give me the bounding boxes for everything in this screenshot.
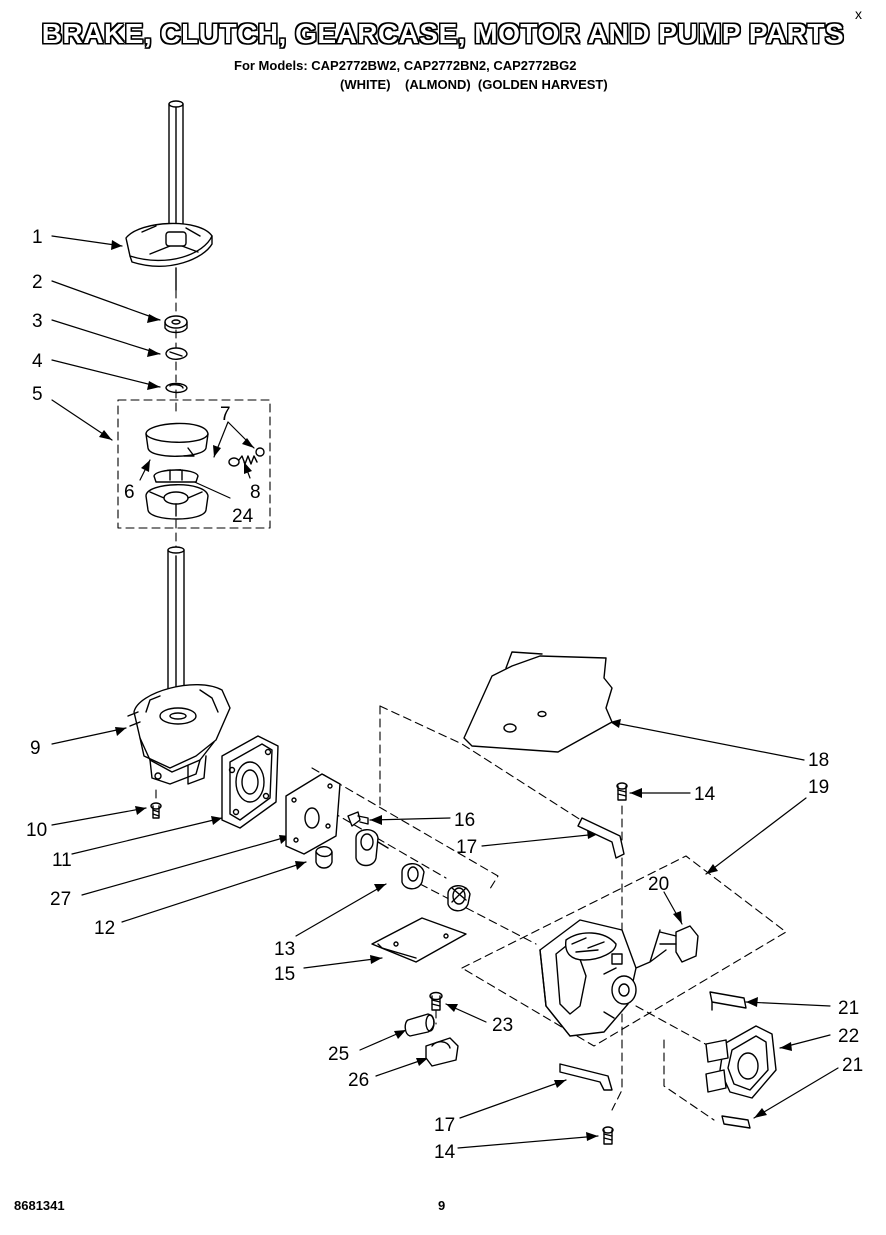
- washer-part-2: [164, 315, 188, 334]
- callout-20: 20: [648, 874, 669, 895]
- gearcase-part-9: [127, 546, 231, 785]
- callout-18: 18: [808, 750, 829, 771]
- callout-4: 4: [32, 351, 43, 372]
- callout-6: 6: [124, 482, 135, 503]
- callout-1: 1: [32, 227, 43, 248]
- screw-part-14-top: [616, 782, 628, 801]
- clip-part-17-lower: [559, 1063, 613, 1091]
- callout-10: 10: [26, 820, 47, 841]
- gasket-part-27: [285, 773, 341, 855]
- retaining-ring-part-4: [165, 382, 188, 394]
- callout-13: 13: [274, 939, 295, 960]
- callout-21-lower: 21: [842, 1055, 863, 1076]
- callout-16: 16: [454, 810, 475, 831]
- callout-5: 5: [32, 384, 43, 405]
- callout-24: 24: [232, 506, 254, 527]
- pump-part-22: [705, 1025, 777, 1099]
- motor-assembly-box: [461, 855, 787, 1047]
- switch-part-20: [659, 925, 699, 963]
- callout-9: 9: [30, 738, 41, 759]
- callout-7: 7: [220, 404, 231, 425]
- corner-mark: x: [855, 6, 862, 22]
- callout-14-top: 14: [694, 784, 716, 805]
- callout-2: 2: [32, 272, 43, 293]
- callout-15: 15: [274, 964, 295, 985]
- clip-part-21-lower: [721, 1115, 751, 1129]
- clutch-assembly-part-5: [145, 422, 265, 520]
- callout-27: 27: [50, 889, 71, 910]
- screw-part-16: [347, 811, 369, 827]
- pad-part-15: [371, 917, 467, 963]
- gasket-part-11: [221, 735, 279, 829]
- callout-26: 26: [348, 1070, 369, 1091]
- clutch-assembly-box: [117, 399, 271, 529]
- page-title: BRAKE, CLUTCH, GEARCASE, MOTOR AND PUMP …: [41, 18, 845, 49]
- callout-3: 3: [32, 311, 43, 332]
- sleeve-part-25: [404, 1013, 435, 1037]
- callout-22: 22: [838, 1026, 859, 1047]
- brake-shaft-part-1: [125, 100, 213, 291]
- callout-8: 8: [250, 482, 261, 503]
- callout-12: 12: [94, 918, 115, 939]
- screw-part-14-bottom: [602, 1126, 614, 1145]
- dashed-guides: [117, 289, 787, 1121]
- screw-part-23: [429, 991, 443, 1011]
- models-line: For Models: CAP2772BW2, CAP2772BN2, CAP2…: [234, 58, 577, 73]
- clip-part-21-upper: [709, 991, 747, 1011]
- callout-17-upper: 17: [456, 837, 477, 858]
- leader-lines: [51, 235, 839, 1149]
- callout-19: 19: [808, 777, 829, 798]
- callout-14-bottom: 14: [434, 1142, 456, 1163]
- colors-line: (WHITE) (ALMOND) (GOLDEN HARVEST): [340, 77, 608, 92]
- screw-part-10: [150, 802, 162, 819]
- retaining-ring-part-3: [165, 347, 188, 360]
- document-number: 8681341: [14, 1198, 65, 1213]
- callout-21-upper: 21: [838, 998, 859, 1019]
- page-number: 9: [438, 1198, 446, 1213]
- callout-25: 25: [328, 1044, 349, 1065]
- callout-17-lower: 17: [434, 1115, 455, 1136]
- coupling-part-13: [355, 829, 471, 912]
- shield-part-18: [463, 651, 613, 753]
- pad-part-12: [315, 846, 333, 869]
- motor-part-19: [539, 919, 667, 1037]
- bracket-part-26: [425, 1037, 459, 1067]
- callout-23: 23: [492, 1015, 513, 1036]
- callout-labels: 1 2 3 4 5 6 7 8 24 9 10 11 27 12 13 15 1…: [26, 227, 863, 1163]
- clip-part-17-upper: [577, 817, 625, 859]
- callout-11: 11: [52, 850, 72, 871]
